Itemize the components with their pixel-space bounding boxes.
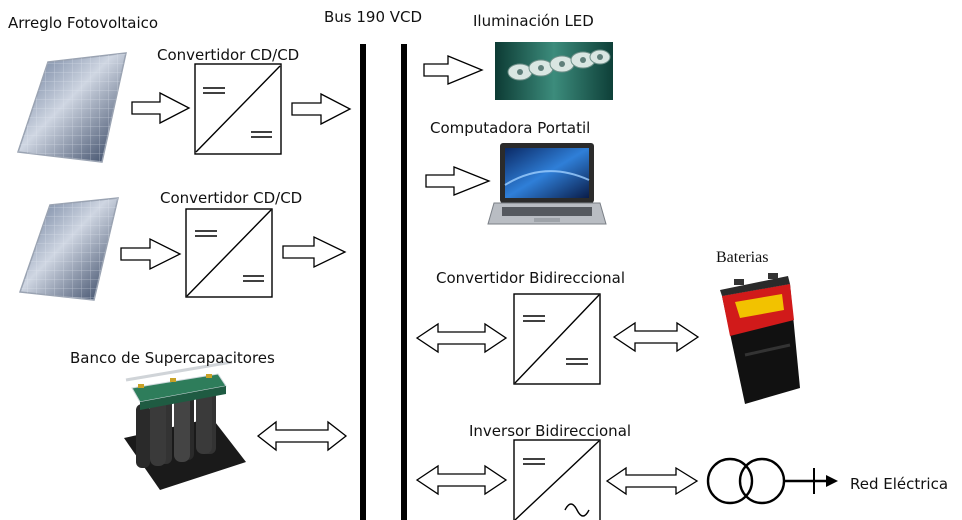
battery-image [720, 273, 800, 404]
laptop-label: Computadora Portatil [430, 119, 591, 137]
arrow-pv1-to-conv1 [131, 91, 191, 125]
laptop-image [487, 143, 607, 225]
converter-dcdc-2-label: Convertidor CD/CD [160, 189, 303, 207]
arrow-conv2-to-bus [282, 235, 347, 269]
arrow-inverter-transformer [605, 466, 699, 496]
supercapacitor-bank-image [124, 360, 246, 490]
bidirectional-converter-block [513, 293, 601, 385]
converter-dcdc-1-label: Convertidor CD/CD [157, 46, 300, 64]
arrow-bus-bidir-converter [415, 322, 508, 354]
bidirectional-inverter-block [513, 439, 601, 520]
bidirectional-converter-label: Convertidor Bidireccional [436, 269, 626, 287]
grid-label: Red Eléctrica [850, 475, 949, 493]
arrow-conv1-to-bus [291, 92, 352, 126]
grid-connection [784, 468, 838, 494]
led-lighting-image [495, 42, 613, 100]
transformer-symbol [706, 457, 786, 505]
arrow-supercap-bus [256, 420, 348, 452]
arrow-bus-to-led [423, 55, 484, 85]
arrow-bus-to-laptop [425, 166, 491, 196]
converter-dcdc-2-block [185, 208, 273, 298]
supercap-bank-label: Banco de Supercapacitores [70, 349, 275, 367]
arrow-bus-inverter [415, 464, 508, 496]
bidirectional-inverter-label: Inversor Bidireccional [469, 422, 632, 440]
batteries-label: Baterias [716, 249, 769, 266]
converter-dcdc-1-block [194, 63, 282, 155]
led-lighting-label: Iluminación LED [473, 12, 594, 30]
pv-array-label: Arreglo Fotovoltaico [8, 14, 159, 32]
solar-panel-2 [18, 197, 119, 301]
arrow-pv2-to-conv2 [120, 237, 182, 271]
solar-panel-1 [16, 52, 127, 163]
bus-label: Bus 190 VCD [324, 8, 423, 26]
arrow-bidir-converter-battery [612, 321, 700, 353]
